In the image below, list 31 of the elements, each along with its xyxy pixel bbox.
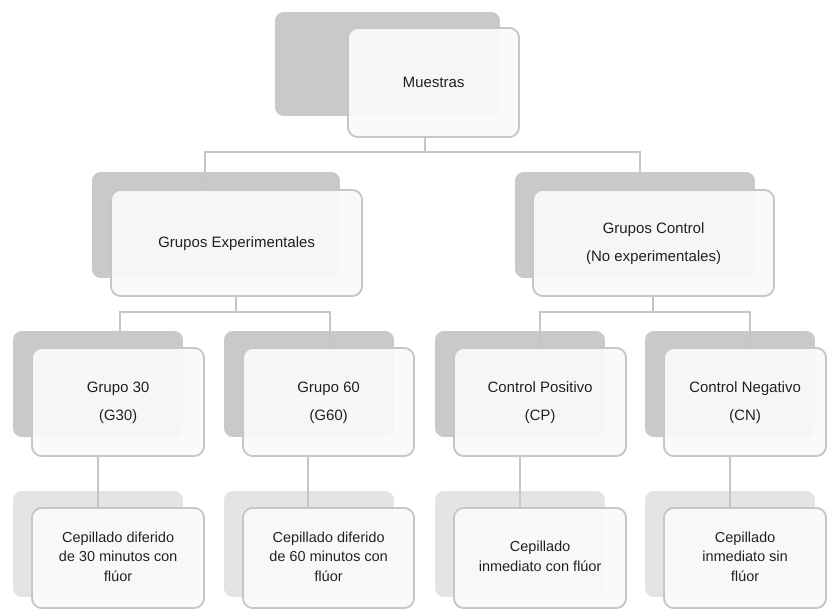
card-label: Grupo 30 [86,378,150,398]
group-card [453,347,627,457]
card-label: Control Negativo [689,378,801,398]
card-label: Muestras [402,72,464,93]
connector-line [729,457,731,507]
connector-line [519,457,521,507]
group-card [110,189,363,297]
card-label: Grupo 60 [297,378,360,398]
card-label: Cepillado inmediato con flúor [478,538,602,577]
connector-line [97,457,99,507]
card-label: Grupos Experimentales [158,233,315,254]
card-label: Control Positivo [487,378,593,398]
group-card [242,507,415,609]
group-card [31,507,205,609]
group-card [453,507,627,609]
group-card [663,507,827,609]
card-label: Grupos Control [602,219,704,240]
card-label: (G30) [98,406,138,426]
group-card [242,347,415,457]
card-label: (CN) [729,406,761,426]
card-label: (G60) [309,406,348,426]
connector-line [307,457,309,507]
group-card [663,347,827,457]
card-label: Cepillado diferido de 60 minutos con flúor [268,528,389,587]
card-label: Cepillado inmediato sin flúor [701,528,789,587]
group-card [347,27,520,138]
card-label: (No experimentales) [586,247,722,267]
card-label: (CP) [524,406,556,426]
card-label: Cepillado diferido de 30 minutos con flúor [58,528,178,587]
group-card [532,189,775,297]
group-card [31,347,205,457]
